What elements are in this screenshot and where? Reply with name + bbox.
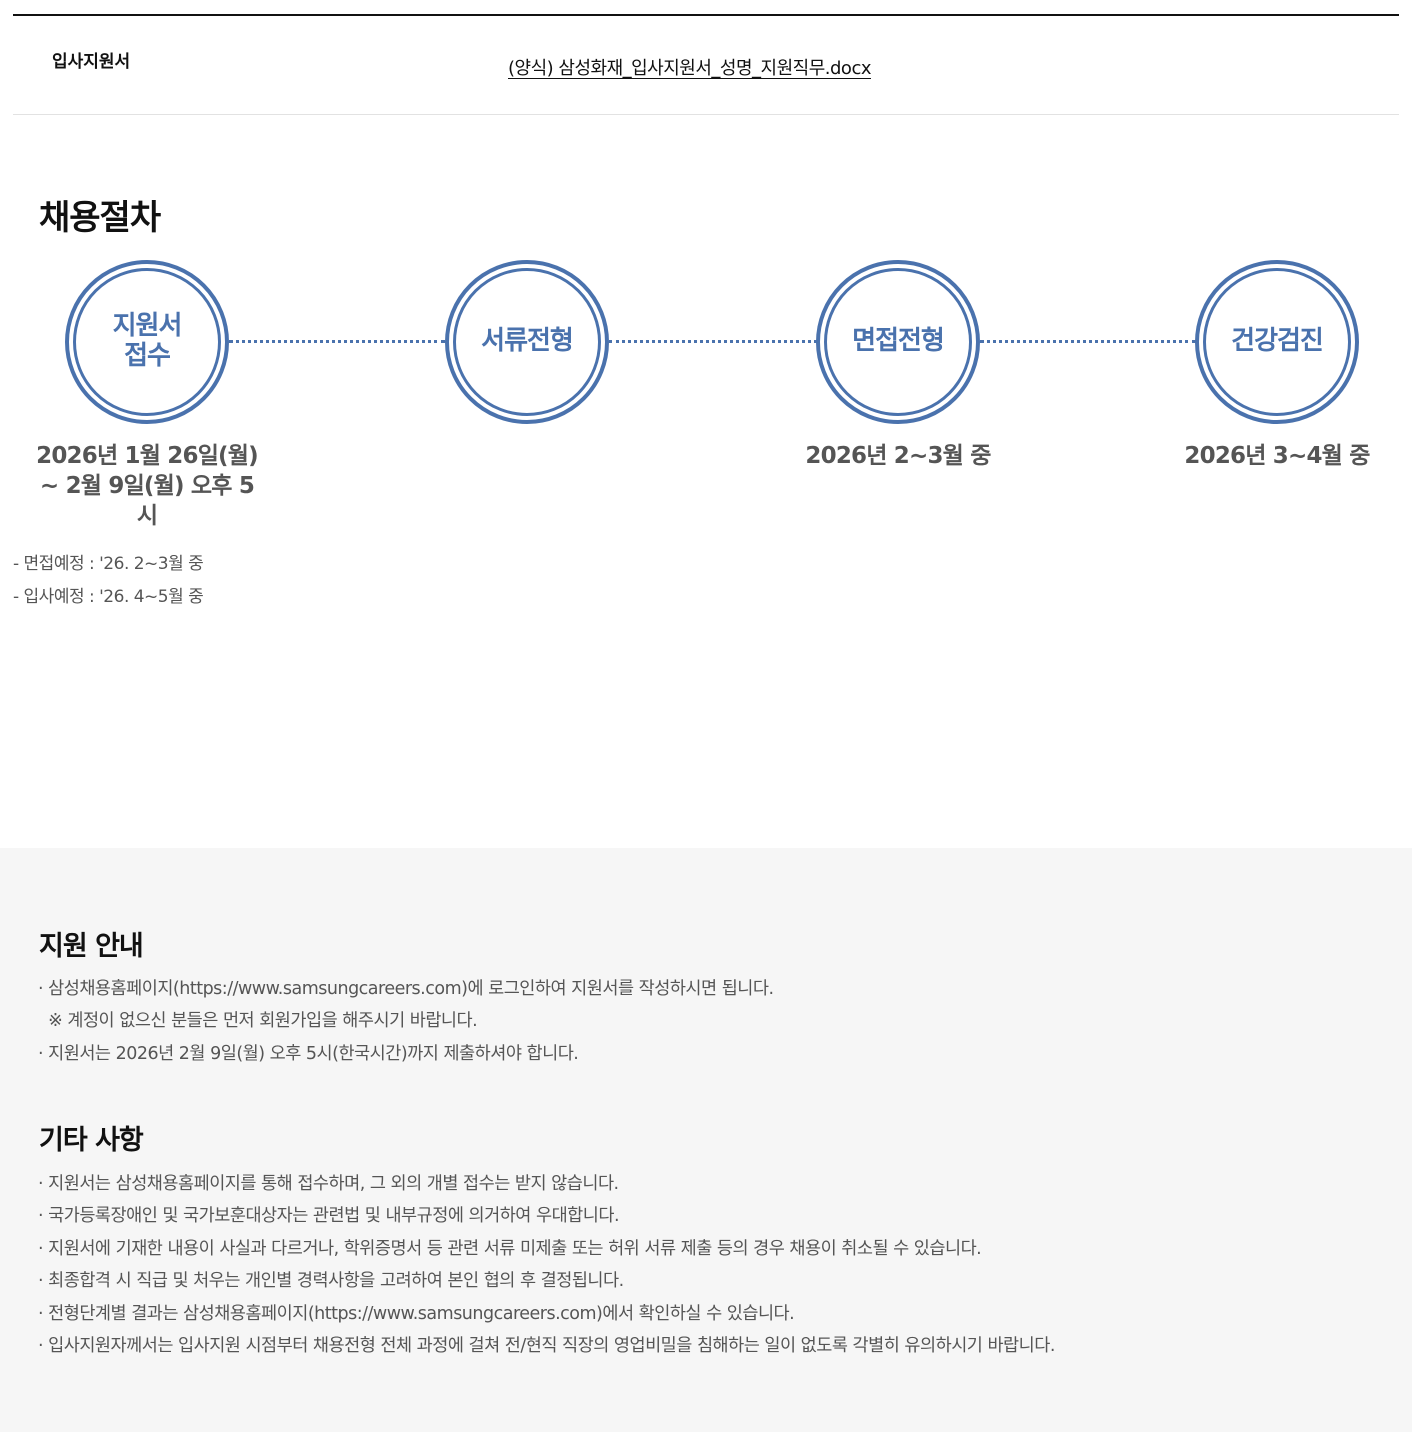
section-divider: [13, 114, 1399, 115]
etc-line: · 최종합격 시 직급 및 처우는 개인별 경력사항을 고려하여 본인 협의 후…: [38, 1271, 624, 1291]
step-label: 건강검진: [1231, 326, 1324, 357]
step-connector: [980, 340, 1196, 343]
info-section: 지원 안내 · 삼성채용홈페이지(https://www.samsungcare…: [0, 848, 1412, 1432]
step-date: 2026년 1월 26일(월) ~ 2월 9일(월) 오후 5시: [36, 443, 259, 529]
etc-line: · 지원서는 삼성채용홈페이지를 통해 접수하며, 그 외의 개별 접수는 받지…: [38, 1174, 619, 1194]
etc-title: 기타 사항: [39, 1125, 144, 1156]
etc-line: · 입사지원자께서는 입사지원 시점부터 채용전형 전체 과정에 걸쳐 전/현직…: [38, 1336, 1055, 1356]
step-connector: [229, 340, 445, 343]
schedule-note: - 입사예정 : '26. 4~5월 중: [13, 587, 204, 607]
guide-line: ※ 계정이 없으신 분들은 먼저 회원가입을 해주시기 바랍니다.: [38, 1011, 478, 1031]
schedule-note: - 면접예정 : '26. 2~3월 중: [13, 554, 204, 574]
step-interview: 면접전형: [816, 260, 980, 424]
step-connector: [609, 340, 817, 343]
guide-line: · 지원서는 2026년 2월 9일(월) 오후 5시(한국시간)까지 제출하셔…: [38, 1044, 579, 1064]
etc-line: · 국가등록장애인 및 국가보훈대상자는 관련법 및 내부규정에 의거하여 우대…: [38, 1206, 620, 1226]
process-title: 채용절차: [39, 198, 161, 238]
top-divider: [13, 14, 1399, 16]
guide-title: 지원 안내: [39, 931, 144, 962]
guide-line: · 삼성채용홈페이지(https://www.samsungcareers.co…: [38, 979, 774, 999]
step-document-screening: 서류전형: [445, 260, 609, 424]
step-health-check: 건강검진: [1195, 260, 1359, 424]
step-label: 면접전형: [852, 326, 945, 357]
step-label: 서류전형: [481, 326, 574, 357]
step-date: 2026년 3~4월 중: [1184, 443, 1370, 469]
step-label: 지원서 접수: [112, 311, 183, 371]
etc-line: · 지원서에 기재한 내용이 사실과 다르거나, 학위증명서 등 관련 서류 미…: [38, 1239, 982, 1259]
process-steps: 지원서 접수 서류전형 면접전형 건강검진 2026년 1월 26일(월) ~ …: [0, 0, 1412, 529]
step-date: 2026년 2~3월 중: [805, 443, 991, 469]
etc-line: · 전형단계별 결과는 삼성채용홈페이지(https://www.samsung…: [38, 1304, 795, 1324]
attachment-label: 입사지원서: [52, 52, 131, 72]
download-form-link[interactable]: (양식) 삼성화재_입사지원서_성명_지원직무.docx: [508, 58, 872, 79]
step-apply: 지원서 접수: [65, 260, 229, 424]
